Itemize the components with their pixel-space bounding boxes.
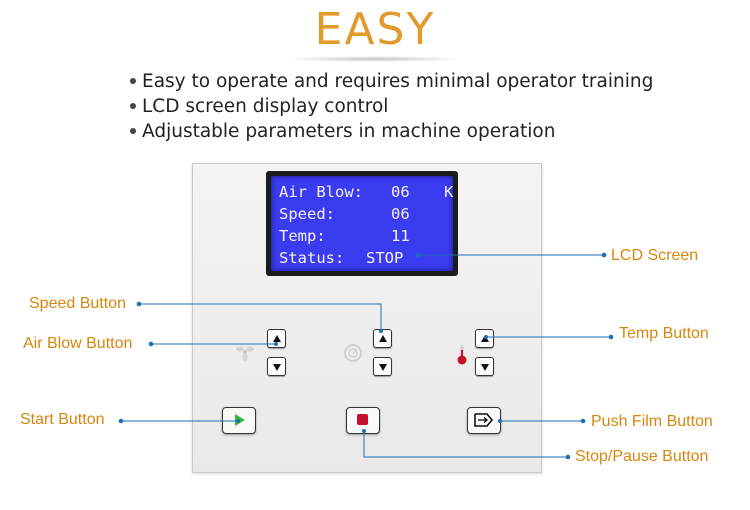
lcd-value: 06 <box>391 183 410 201</box>
lcd-label: Air Blow: <box>279 183 363 201</box>
callout-temp-button: Temp Button <box>619 325 709 342</box>
bullet-dot-icon <box>130 127 136 134</box>
feature-item: Easy to operate and requires minimal ope… <box>126 69 653 94</box>
lcd-label: Speed: <box>279 205 335 223</box>
lcd-row-speed: ​Speed:06 <box>279 203 453 225</box>
lcd-label: Temp: <box>279 227 326 245</box>
temp-down-button[interactable] <box>475 357 494 376</box>
stop-icon <box>357 414 368 425</box>
bullet-dot-icon <box>130 102 136 109</box>
feature-item: Adjustable parameters in machine operati… <box>126 119 653 144</box>
push-film-button[interactable] <box>467 407 501 434</box>
lcd-unit: K <box>444 183 454 201</box>
leader-line-speed <box>139 303 382 331</box>
fan-icon <box>236 346 254 361</box>
play-icon <box>235 414 245 426</box>
title-underline <box>285 56 465 62</box>
leader-line-stop <box>363 431 568 458</box>
air-blow-down-button[interactable] <box>267 357 286 376</box>
callout-speed-button: Speed Button <box>29 295 126 312</box>
air-blow-up-button[interactable] <box>267 329 286 348</box>
feature-item: LCD screen display control <box>126 94 653 119</box>
triangle-down-icon <box>273 364 281 371</box>
triangle-up-icon <box>379 335 387 342</box>
thermometer-icon <box>457 345 467 365</box>
triangle-down-icon <box>379 364 387 371</box>
speed-up-button[interactable] <box>373 329 392 348</box>
lcd-row-air-blow: ​Air Blow:06K <box>279 181 453 203</box>
triangle-up-icon <box>273 335 281 342</box>
callout-lcd-screen: LCD Screen <box>611 247 699 264</box>
speed-dial-icon <box>344 344 362 362</box>
feature-text: Adjustable parameters in machine operati… <box>142 121 556 142</box>
feature-list: Easy to operate and requires minimal ope… <box>126 69 653 144</box>
callout-air-blow-button: Air Blow Button <box>23 335 133 352</box>
lcd-row-status: ​Status:STOP <box>279 247 453 269</box>
lcd-value: 06 <box>391 205 410 223</box>
callout-stop-pause-button: Stop/Pause Button <box>575 448 709 465</box>
callout-start-button: Start Button <box>20 411 105 428</box>
bullet-dot-icon <box>130 77 136 84</box>
lcd-value: 11 <box>391 227 410 245</box>
push-film-icon <box>474 413 494 427</box>
page-title: EASY <box>314 4 436 55</box>
lcd-value: STOP <box>366 249 404 267</box>
feature-text: Easy to operate and requires minimal ope… <box>142 71 654 92</box>
feature-text: LCD screen display control <box>142 96 389 117</box>
callout-push-film-button: Push Film Button <box>591 413 713 430</box>
speed-down-button[interactable] <box>373 357 392 376</box>
lcd-label: Status: <box>279 249 345 267</box>
lcd-screen: ​Air Blow:06K ​Speed:06 ​Temp:11 ​Status… <box>266 171 458 276</box>
stop-pause-button[interactable] <box>346 407 380 434</box>
lcd-row-temp: ​Temp:11 <box>279 225 453 247</box>
triangle-down-icon <box>481 364 489 371</box>
